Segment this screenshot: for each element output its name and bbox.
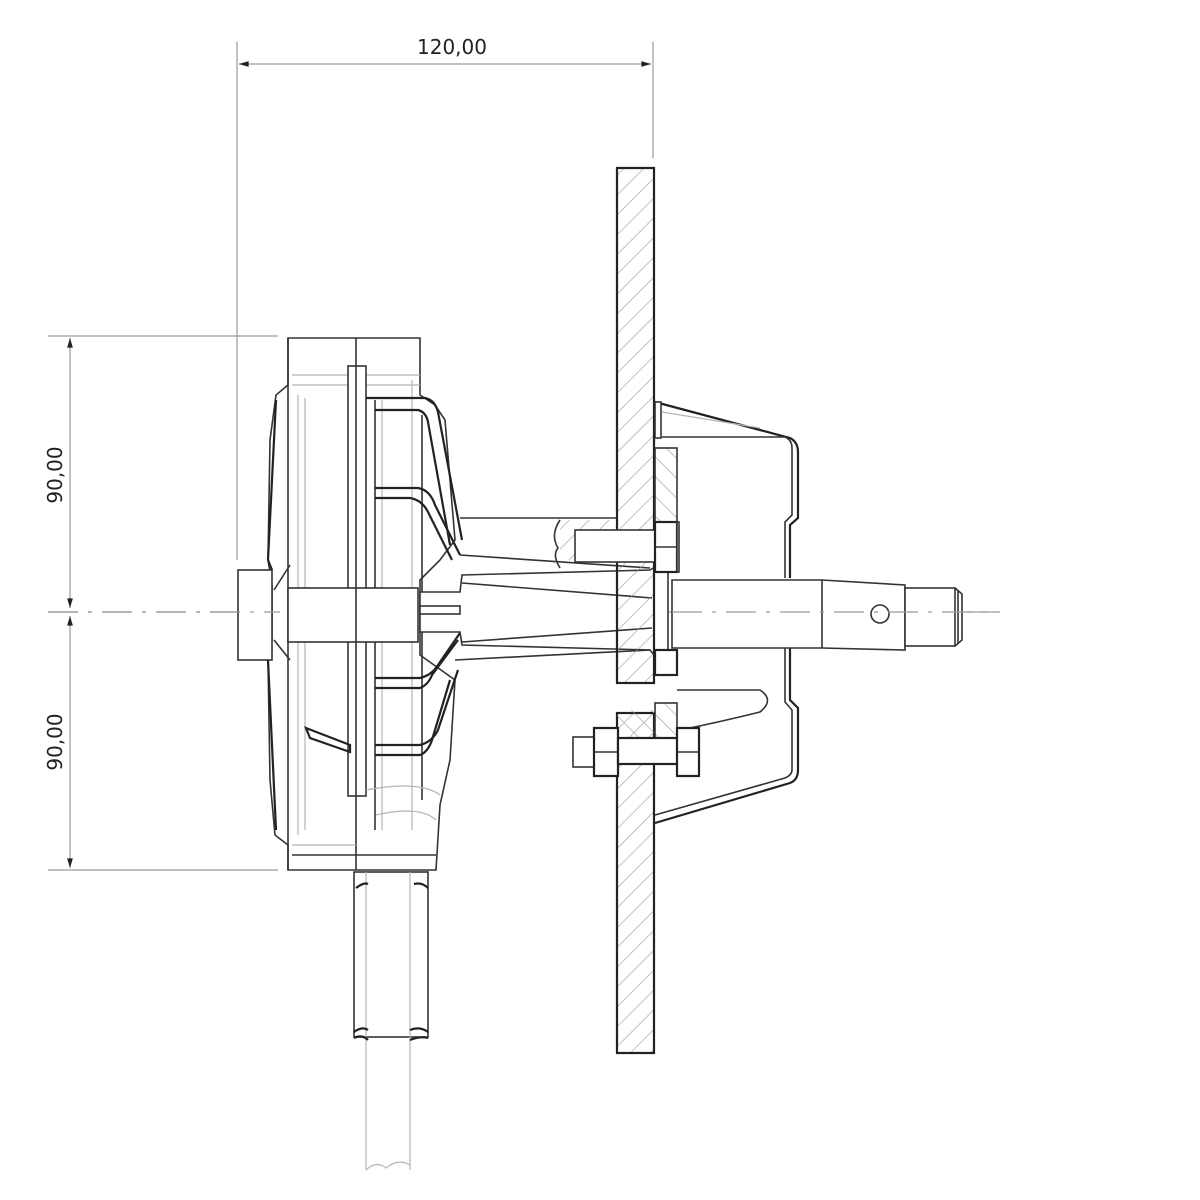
hex-bolt-upper <box>574 520 680 574</box>
dimension-label-height-lower: 90,00 <box>43 713 67 770</box>
pin-hole-icon <box>870 604 890 624</box>
hex-bolt-middle <box>653 648 679 677</box>
hex-bolt-lower <box>572 726 701 778</box>
dimension-width-120: 120,00 <box>236 35 654 560</box>
spoke-frame <box>304 396 464 757</box>
bracket-housing <box>654 400 800 825</box>
dimension-label-height-upper: 90,00 <box>43 446 67 503</box>
dimension-height-upper: 90,00 <box>43 335 278 608</box>
output-shaft <box>671 579 1000 651</box>
spacer-blocks <box>617 447 678 744</box>
dimension-label-width: 120,00 <box>417 35 487 59</box>
central-shaft <box>287 554 669 661</box>
dimension-height-lower: 90,00 <box>43 616 278 871</box>
cable-tube <box>353 871 429 1171</box>
